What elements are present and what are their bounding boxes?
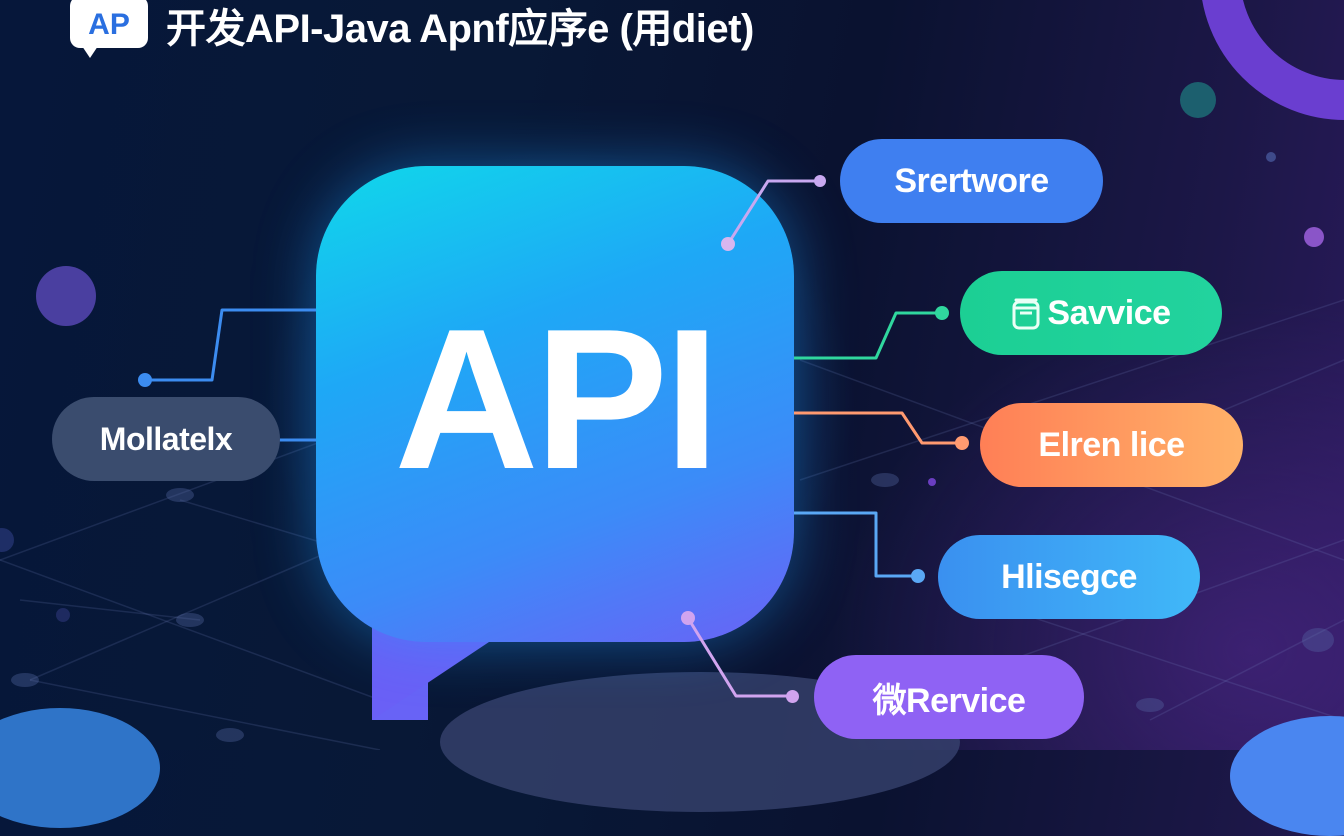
connector-savvice <box>794 311 942 360</box>
circle-decoration <box>1180 82 1216 118</box>
connector-lines <box>146 179 962 698</box>
connector-elren-lice <box>794 411 962 445</box>
node-label: Savvice <box>1047 293 1171 332</box>
connector-dot <box>786 690 799 703</box>
connector-dot <box>911 569 925 583</box>
circle-decoration <box>56 608 70 622</box>
api-hub-label: API <box>394 288 719 511</box>
jar-icon <box>1011 296 1041 330</box>
circle-decoration <box>1304 227 1324 247</box>
connector-dot <box>814 175 826 187</box>
header: AP 开发API-Java Apnf应序e (用diet) <box>70 0 754 58</box>
connector-dot <box>935 306 949 320</box>
connector-srertwore <box>726 179 820 245</box>
circle-decoration <box>36 266 96 326</box>
connector-mollatelx-top <box>146 308 316 382</box>
node-elren-lice[interactable]: Elren lice <box>980 403 1243 487</box>
page-title: 开发API-Java Apnf应序e (用diet) <box>166 7 754 51</box>
node-label: Srertwore <box>894 161 1049 200</box>
logo-text: AP <box>88 8 130 41</box>
node-hlisegce[interactable]: Hlisegce <box>938 535 1200 619</box>
connector-dot <box>681 611 695 625</box>
circle-decoration <box>928 478 936 486</box>
circle-decoration <box>1266 152 1276 162</box>
circle-decoration <box>0 528 14 552</box>
node-rervice[interactable]: 微Rervice <box>814 655 1084 739</box>
node-label: Mollatelx <box>99 420 233 457</box>
node-label: Elren lice <box>1038 425 1185 464</box>
connector-dot <box>138 373 152 387</box>
connector-dot <box>955 436 969 450</box>
node-savvice[interactable]: Savvice <box>960 271 1222 355</box>
node-label: Hlisegce <box>1001 557 1137 596</box>
connector-dot <box>721 237 735 251</box>
connector-hlisegce <box>794 511 918 578</box>
api-hub-bubble <box>316 166 794 642</box>
connector-rervice <box>686 617 792 698</box>
node-mollatelx[interactable]: Mollatelx <box>52 397 280 481</box>
app-logo: AP <box>70 0 148 58</box>
node-label: 微Rervice <box>872 681 1026 720</box>
node-srertwore[interactable]: Srertwore <box>840 139 1103 223</box>
